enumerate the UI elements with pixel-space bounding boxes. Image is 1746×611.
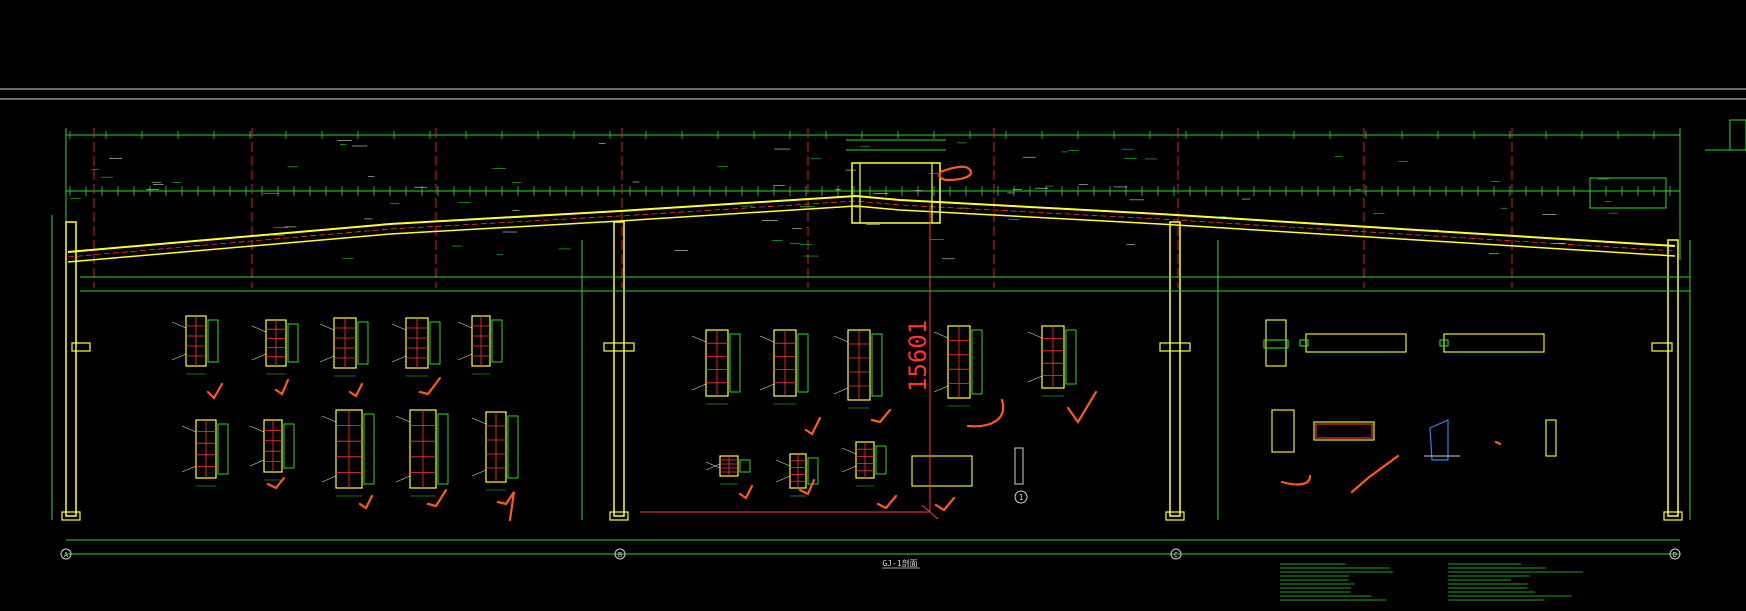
axis-label-a: A bbox=[64, 551, 69, 559]
section-shape bbox=[1265, 319, 1287, 367]
section-title: GJ-1剖面 bbox=[882, 558, 917, 568]
joint-detail bbox=[319, 317, 369, 377]
joint-detail bbox=[833, 329, 883, 409]
section-shape bbox=[1315, 423, 1373, 439]
dimension-text bbox=[70, 140, 1618, 601]
section-shape bbox=[1305, 333, 1407, 353]
axis-label-d: D bbox=[1673, 551, 1677, 559]
section-shape bbox=[911, 455, 973, 487]
section-shape bbox=[1439, 339, 1449, 347]
review-markups bbox=[206, 165, 1502, 522]
detail-callout: 1 bbox=[1014, 447, 1028, 504]
joint-detail bbox=[395, 409, 449, 497]
sheet-border bbox=[0, 88, 1746, 100]
stair-profile bbox=[1429, 419, 1449, 461]
section-shape bbox=[1263, 339, 1289, 349]
joint-detail bbox=[457, 315, 503, 375]
grid-lines bbox=[93, 128, 1513, 288]
green-guides bbox=[51, 119, 1746, 555]
joint-detail bbox=[251, 319, 299, 375]
joint-detail bbox=[391, 317, 441, 377]
joint-detail bbox=[759, 329, 809, 405]
section-shape bbox=[1545, 419, 1557, 457]
top-dimension-chain bbox=[65, 128, 1681, 260]
joint-details bbox=[171, 315, 1557, 497]
axis-label-b: B bbox=[618, 551, 622, 559]
dimension-readout: 15601 bbox=[904, 320, 932, 392]
joint-detail bbox=[933, 325, 983, 407]
top-dimension-ticks bbox=[69, 131, 1671, 196]
joint-detail bbox=[705, 455, 751, 485]
joint-detail bbox=[775, 453, 819, 497]
callout-label: 1 bbox=[1019, 493, 1024, 502]
section-shape bbox=[1299, 339, 1309, 347]
section-shape bbox=[1271, 409, 1295, 453]
section-title-group: GJ-1剖面 bbox=[882, 558, 920, 569]
measure-annotation: 15601 bbox=[640, 205, 939, 520]
portal-frame bbox=[61, 162, 1683, 521]
joint-detail bbox=[321, 409, 375, 497]
joint-detail bbox=[181, 419, 229, 487]
axis-label-c: C bbox=[1174, 551, 1178, 559]
joint-detail bbox=[171, 315, 219, 375]
joint-detail bbox=[1027, 325, 1077, 397]
joint-detail bbox=[249, 419, 295, 481]
joint-detail bbox=[471, 411, 519, 491]
joint-detail bbox=[841, 441, 887, 487]
section-shape bbox=[1443, 333, 1545, 353]
axis-bubbles: A B C D bbox=[60, 548, 1681, 560]
section-shape bbox=[1313, 421, 1375, 441]
joint-detail bbox=[691, 329, 741, 405]
